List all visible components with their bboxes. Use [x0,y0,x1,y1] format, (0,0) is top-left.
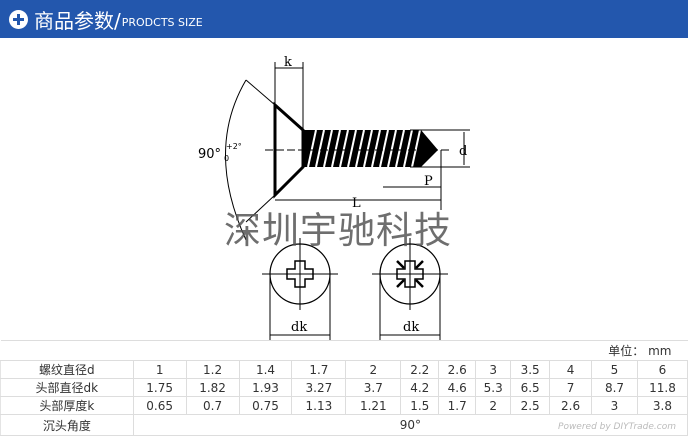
cell: 5.3 [475,378,512,397]
cell: 1.4 [238,360,293,379]
cell: 7 [549,378,593,397]
row-label: 头部厚度k [0,396,134,415]
cell: 2.6 [549,396,593,415]
cell: 3.27 [291,378,347,397]
powered-by: Powered by DIYTrade.com [558,422,676,432]
cell: 2 [345,360,402,379]
cell: 3.8 [636,396,688,415]
label-tol-upper: +2° [226,142,242,151]
angle-value: 90° [132,414,688,436]
cell: 1.2 [185,360,240,379]
label-angle: 90° [198,147,221,162]
row-label: 头部直径dk [0,378,134,397]
cell: 0.75 [238,396,293,415]
section-header: 商品参数/ PRODCTS SIZE [0,0,688,38]
cell: 3.5 [510,360,551,379]
label-tol-lower: 0 [224,154,229,163]
cell: 1.13 [291,396,347,415]
cell: 11.8 [636,378,688,397]
table-row: 沉头角度 90° [0,414,688,436]
cell: 4.6 [438,378,477,397]
cell: 5 [591,360,638,379]
cell: 3.7 [345,378,402,397]
label-l: L [352,196,361,211]
cell: 1.75 [132,378,187,397]
label-k: k [284,55,292,70]
cell: 1 [132,360,187,379]
watermark: 深圳宇驰科技 [224,209,452,252]
plus-circle-icon [9,9,28,29]
cell: 1.93 [238,378,293,397]
cell: 3 [591,396,638,415]
cell: 8.7 [591,378,638,397]
cell: 0.7 [185,396,240,415]
section-subtitle: PRODCTS SIZE [121,15,203,29]
cell: 2.6 [438,360,477,379]
cell: 2 [475,396,512,415]
cell: 0.65 [132,396,187,415]
cell: 1.21 [345,396,402,415]
label-p: P [424,174,433,189]
label-d: d [459,144,467,159]
unit-label: 单位： mm [0,340,688,361]
cell: 4.2 [400,378,440,397]
label-dk-1: dk [291,320,307,335]
cell: 3 [475,360,512,379]
cell: 6 [636,360,688,379]
cell: 2.2 [400,360,440,379]
cell: 4 [549,360,593,379]
cell: 1.7 [438,396,477,415]
cell: 6.5 [510,378,551,397]
cell: 2.5 [510,396,551,415]
section-title: 商品参数/ [34,8,121,33]
row-label: 沉头角度 [0,414,134,436]
cell: 1.82 [185,378,240,397]
cell: 1.5 [400,396,440,415]
row-label: 螺纹直径d [0,360,134,379]
screw-diagram: k 90° +2° 0 d P L dk dk [198,55,470,340]
cell: 1.7 [291,360,347,379]
label-dk-2: dk [403,320,419,335]
